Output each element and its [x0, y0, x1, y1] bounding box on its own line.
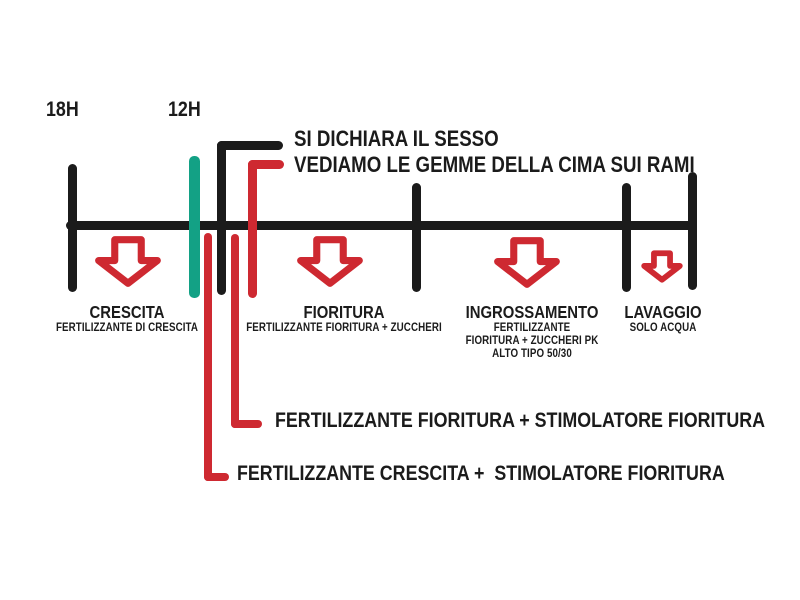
callout-crescita-stimolatore-label: FERTILIZZANTE CRESCITA + STIMOLATORE FIO…	[237, 462, 725, 485]
timeline-tick-ingrossamento-end	[622, 183, 631, 292]
phase-subtitle: FERTILIZZANTE FIORITURA + ZUCCHERI	[246, 322, 442, 334]
callout-sesso-hline	[217, 141, 283, 150]
phase-subtitle: ALTO TIPO 50/30	[492, 348, 572, 360]
phase-lavaggio: LAVAGGIO SOLO ACQUA	[543, 302, 783, 335]
phase-ingrossamento: INGROSSAMENTO FERTILIZZANTE FIORITURA + …	[412, 302, 652, 361]
timeline-tick-fioritura-end	[412, 183, 421, 292]
photoperiod-flip-marker	[189, 156, 200, 298]
timeline-axis	[66, 221, 696, 230]
timeline-tick-end	[688, 172, 697, 290]
phase-title: FIORITURA	[303, 302, 385, 322]
timeline-tick-start	[68, 164, 77, 292]
callout-fioritura-stimolatore-hline	[231, 420, 262, 428]
callout-fioritura-stimolatore-vline	[231, 234, 239, 428]
callout-sesso-label: SI DICHIARA IL SESSO	[294, 126, 499, 151]
down-arrow-icon	[641, 250, 683, 283]
callout-gemme-vline	[248, 160, 257, 298]
phase-crescita: CRESCITA FERTILIZZANTE DI CRESCITA	[7, 302, 247, 335]
down-arrow-icon	[297, 236, 363, 287]
callout-gemme-label: VEDIAMO LE GEMME DELLA CIMA SUI RAMI	[294, 152, 695, 177]
photoperiod-flower-label: 12H	[168, 98, 201, 121]
callout-crescita-stimolatore-hline	[204, 473, 229, 481]
photoperiod-veg-label: 18H	[46, 98, 79, 121]
phase-subtitle: FERTILIZZANTE	[493, 322, 571, 334]
phase-subtitle: FERTILIZZANTE DI CRESCITA	[55, 322, 199, 334]
phase-fioritura: FIORITURA FERTILIZZANTE FIORITURA + ZUCC…	[224, 302, 464, 335]
callout-fioritura-stimolatore-label: FERTILIZZANTE FIORITURA + STIMOLATORE FI…	[275, 409, 766, 432]
down-arrow-icon	[494, 237, 560, 288]
phase-title: LAVAGGIO	[624, 302, 702, 322]
callout-sesso-vline	[217, 141, 226, 295]
phase-subtitle: FIORITURA + ZUCCHERI PK	[465, 335, 599, 347]
phase-title: INGROSSAMENTO	[465, 302, 599, 322]
phase-subtitle: SOLO ACQUA	[629, 322, 697, 334]
callout-gemme-hline	[248, 160, 284, 169]
down-arrow-icon	[95, 236, 161, 287]
callout-crescita-stimolatore-vline	[204, 233, 212, 481]
phase-title: CRESCITA	[89, 302, 165, 322]
